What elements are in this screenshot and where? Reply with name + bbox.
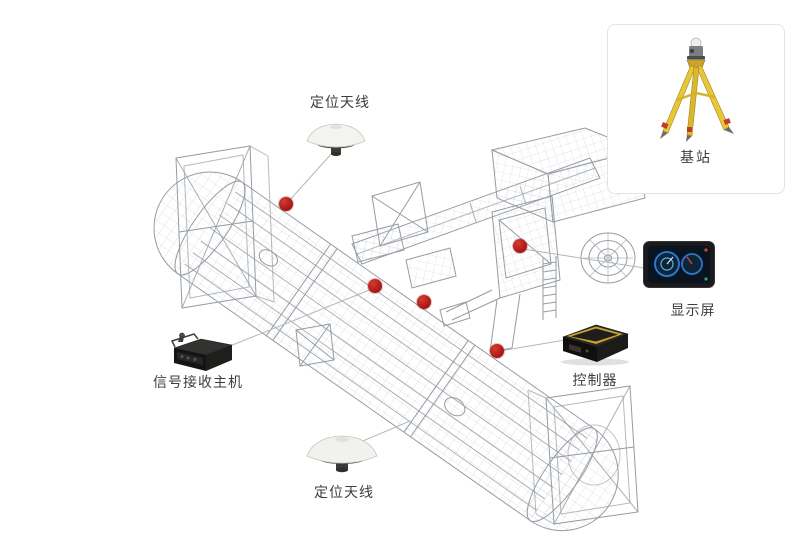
base-station-label: 基站 <box>680 149 712 165</box>
tank-saddle <box>295 323 335 367</box>
tank-wireframe <box>153 171 619 532</box>
controller-box-icon <box>561 324 629 366</box>
end-frame-rear <box>527 385 639 525</box>
crane-wireframe <box>351 127 646 353</box>
gnss-antenna-icon <box>306 123 366 156</box>
base-station-card: 基站 <box>607 24 785 194</box>
vehicle-display-icon <box>643 241 715 288</box>
surveying-tripod-icon <box>660 37 734 142</box>
signal-receiver-icon <box>170 332 233 371</box>
display-label: 显示屏 <box>670 302 716 318</box>
controller-label: 控制器 <box>572 372 618 388</box>
antenna-top-label: 定位天线 <box>310 94 370 110</box>
antenna-bottom-label: 定位天线 <box>314 484 374 500</box>
end-frame-front <box>175 145 275 309</box>
gnss-antenna-icon <box>306 435 378 473</box>
receiver-label: 信号接收主机 <box>153 374 243 390</box>
